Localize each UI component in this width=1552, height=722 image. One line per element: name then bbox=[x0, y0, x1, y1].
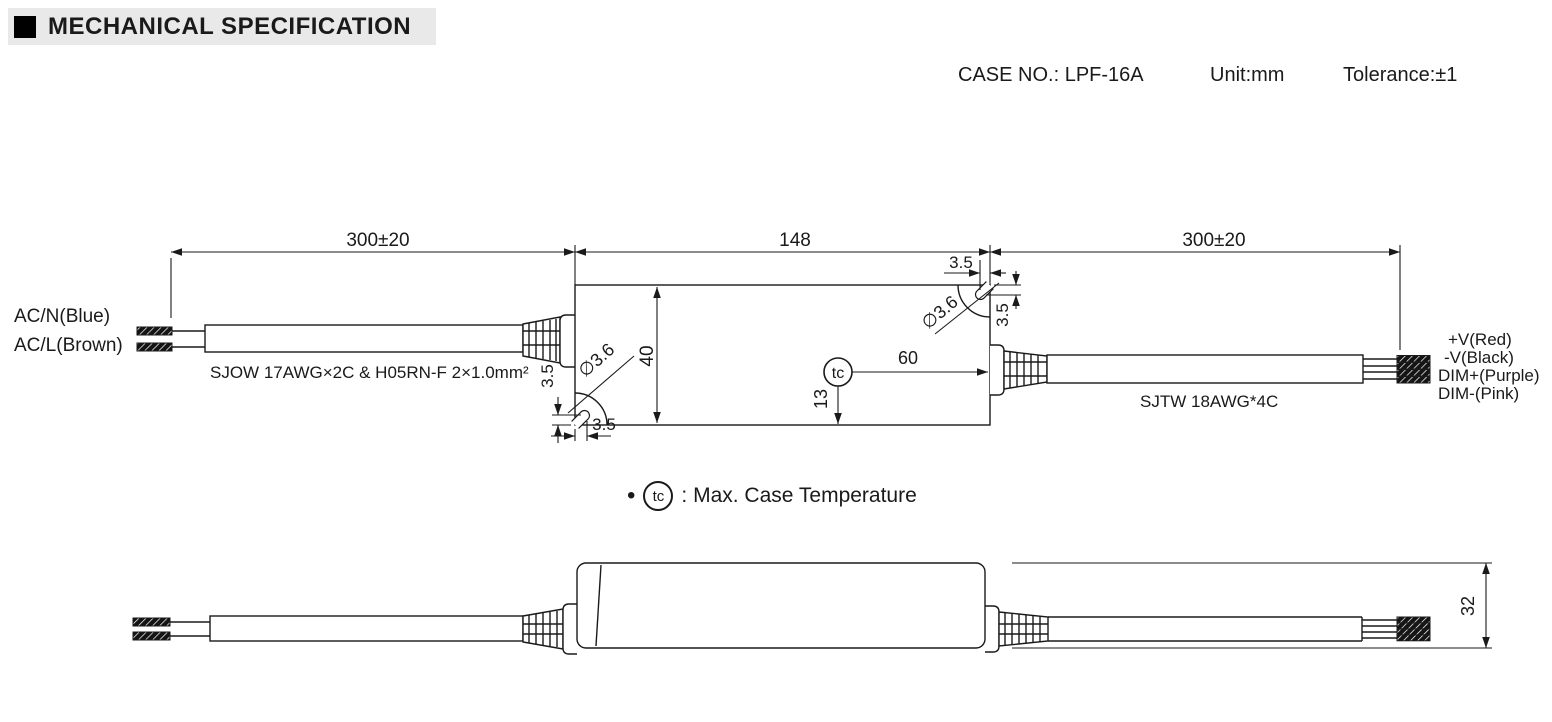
side-view-dimensions bbox=[1012, 562, 1492, 649]
note-tc-circle: tc bbox=[643, 481, 674, 511]
section-title-bar: MECHANICAL SPECIFICATION bbox=[8, 8, 436, 45]
input-cable-spec: SJOW 17AWG×2C & H05RN-F 2×1.0mm² bbox=[210, 363, 529, 382]
output-cable-jacket bbox=[1046, 354, 1364, 384]
dim-left-cable-length: 300±20 bbox=[346, 230, 409, 251]
top-view-drawing: 300±20 148 300±20 3.5 3.5 40 ∅3.6 ∅3.6 3… bbox=[136, 230, 1431, 443]
dim-tc-to-edge: 60 bbox=[898, 348, 918, 368]
dim-case-width: 40 bbox=[637, 345, 658, 366]
side-left-strain-relief bbox=[522, 603, 577, 655]
input-wire-label-1: AC/N(Blue) bbox=[14, 306, 111, 327]
tolerance-label: Tolerance:±1 bbox=[1343, 64, 1458, 86]
dim-slot-offset-v-left: 3.5 bbox=[538, 364, 557, 388]
case-body-top-view bbox=[574, 284, 991, 426]
case-side-chamfer-line bbox=[595, 564, 602, 647]
page-title: MECHANICAL SPECIFICATION bbox=[48, 12, 412, 40]
dim-case-height: 32 bbox=[1458, 596, 1478, 616]
dim-tc-to-bottom: 13 bbox=[811, 389, 831, 409]
output-wire-label-3: DIM+(Purple) bbox=[1438, 366, 1540, 385]
dim-right-cable-length: 300±20 bbox=[1182, 230, 1245, 251]
left-strain-relief bbox=[522, 314, 575, 368]
output-wires bbox=[1363, 355, 1431, 384]
side-input-cable bbox=[209, 615, 524, 642]
dim-slot-offset-v-right: 3.5 bbox=[993, 303, 1012, 327]
dim-slot-offset-h-right: 3.5 bbox=[949, 253, 973, 272]
input-cable-jacket bbox=[204, 324, 524, 353]
dim-case-length: 148 bbox=[779, 230, 811, 251]
top-view-dimensions bbox=[170, 245, 1401, 443]
side-view-drawing: 32 bbox=[132, 562, 1492, 655]
output-wire-label-1: +V(Red) bbox=[1448, 330, 1512, 349]
output-cable-spec: SJTW 18AWG*4C bbox=[1140, 392, 1279, 411]
output-wire-label-4: DIM-(Pink) bbox=[1438, 384, 1520, 403]
dim-slot-offset-h-left: 3.5 bbox=[592, 415, 616, 434]
section-marker-icon bbox=[14, 15, 36, 38]
tc-note: • tc : Max. Case Temperature bbox=[627, 481, 917, 511]
right-strain-relief bbox=[990, 344, 1048, 396]
note-text: : Max. Case Temperature bbox=[681, 484, 917, 507]
tc-symbol-label: tc bbox=[832, 365, 844, 382]
case-number: CASE NO.: LPF-16A bbox=[958, 64, 1144, 86]
input-wire-label-2: AC/L(Brown) bbox=[14, 335, 123, 356]
input-wires bbox=[136, 326, 206, 352]
note-bullet: • bbox=[627, 482, 636, 509]
output-wire-label-2: -V(Black) bbox=[1444, 348, 1514, 367]
unit-label: Unit:mm bbox=[1210, 64, 1285, 86]
mounting-slot-bottom-left bbox=[571, 392, 608, 429]
side-output-cable bbox=[1048, 616, 1431, 642]
case-body-side-view bbox=[576, 562, 986, 649]
side-right-strain-relief bbox=[985, 605, 1049, 653]
side-input-wires bbox=[132, 617, 211, 641]
